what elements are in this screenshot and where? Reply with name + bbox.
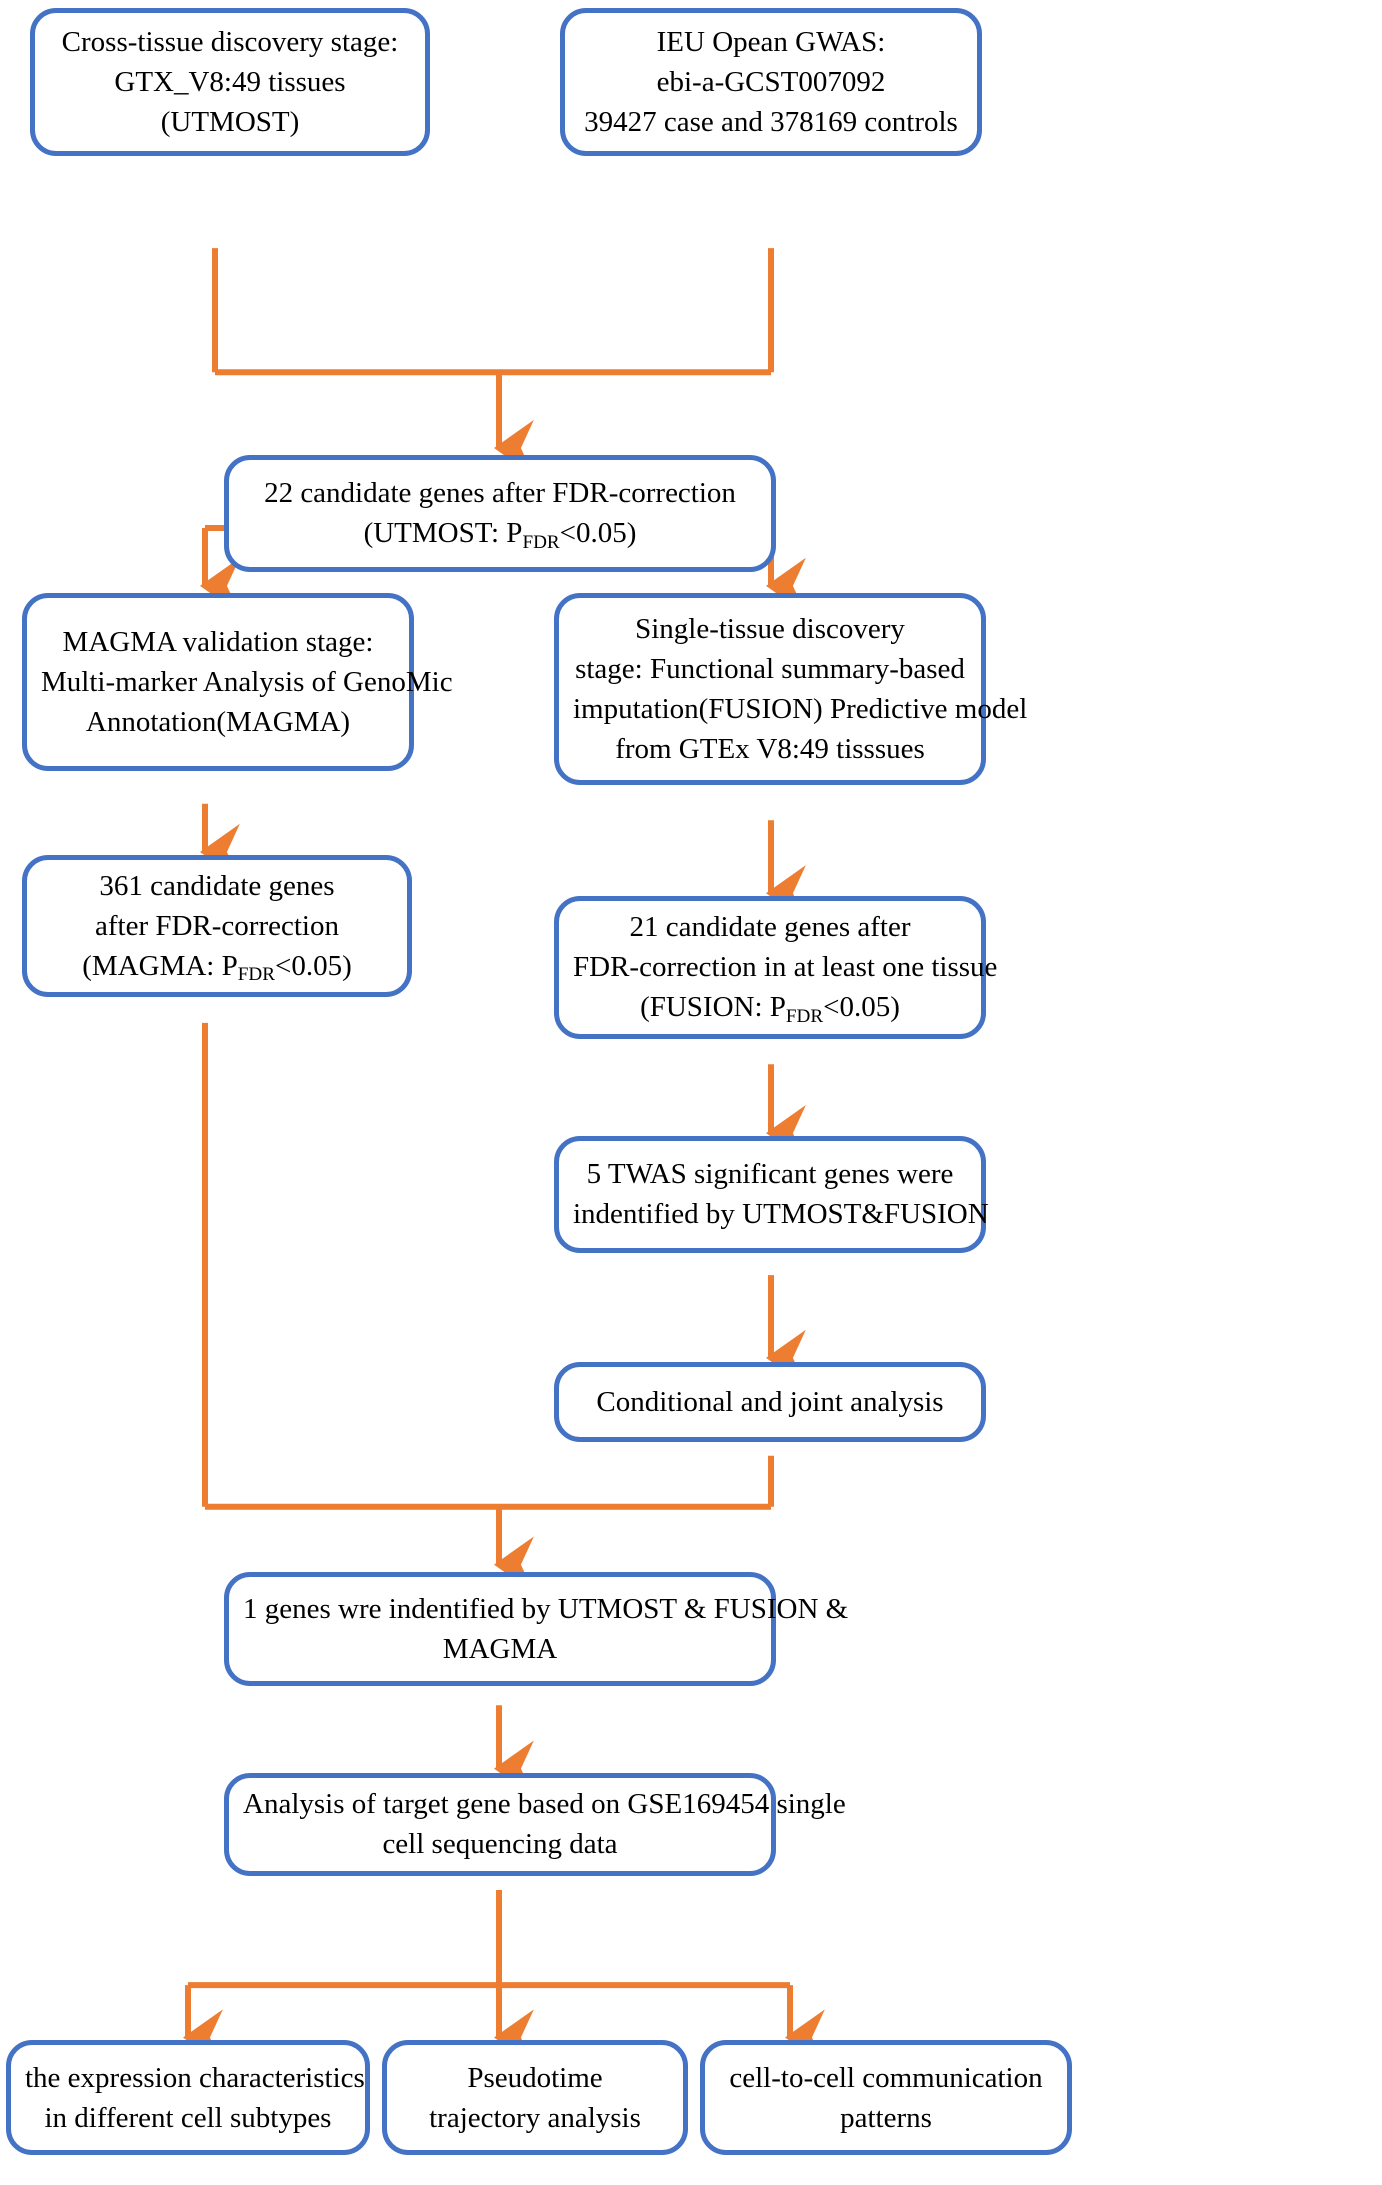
node-utmost-candidate-genes[interactable]: 22 candidate genes after FDR-correction …	[224, 454, 776, 572]
node-magma-result-line-3-post: <0.05)	[274, 950, 352, 983]
node-utmost-text: 22 candidate genes after FDR-correction …	[243, 473, 757, 553]
node-magma-stage-line-1: MAGMA validation stage:	[62, 625, 374, 658]
node-conditional-line-1: Conditional and joint analysis	[596, 1385, 944, 1418]
node-fusion-stage-line-4: from GTEx V8:49 tisssues	[615, 732, 925, 765]
node-fusion-result-line-1: 21 candidate genes after	[629, 911, 911, 944]
node-conditional-text: Conditional and joint analysis	[573, 1382, 967, 1422]
node-single-tissue-discovery-stage[interactable]: Single-tissue discovery stage: Functiona…	[554, 592, 1028, 785]
node-cross-tissue-line-1: Cross-tissue discovery stage:	[61, 25, 399, 58]
node-final-gene-text: 1 genes wre indentified by UTMOST & FUSI…	[243, 1589, 849, 1669]
node-twas-text: 5 TWAS significant genes were indentifie…	[573, 1154, 989, 1234]
node-fusion-stage-line-3: imputation(FUSION) Predictive model	[573, 692, 1028, 725]
node-utmost-line-2-sub: FDR	[522, 531, 560, 553]
node-single-cell-text: Analysis of target gene based on GSE1694…	[243, 1784, 846, 1864]
node-fusion-stage-line-1: Single-tissue discovery	[635, 612, 905, 645]
node-communication-text: cell-to-cell communication patterns	[719, 2058, 1053, 2138]
node-conditional-and-joint-analysis[interactable]: Conditional and joint analysis	[554, 1362, 986, 1442]
node-magma-result-line-1: 361 candidate genes	[99, 870, 335, 903]
node-magma-stage-text: MAGMA validation stage: Multi-marker Ana…	[41, 622, 453, 742]
node-fusion-stage-line-2: stage: Functional summary-based	[575, 652, 965, 685]
node-pseudotime-line-2: trajectory analysis	[429, 2101, 641, 2134]
node-magma-result-line-2: after FDR-correction	[95, 910, 339, 943]
node-magma-result-line-3-sub: FDR	[237, 964, 275, 986]
node-twas-significant-genes[interactable]: 5 TWAS significant genes were indentifie…	[554, 1135, 989, 1253]
node-expression-line-1: the expression characteristics	[25, 2061, 365, 2094]
node-fusion-candidate-genes[interactable]: 21 candidate genes after FDR-correction …	[554, 896, 998, 1039]
node-final-gene-line-2: MAGMA	[442, 1632, 558, 1665]
node-cell-to-cell-communication[interactable]: cell-to-cell communication patterns	[700, 2040, 1072, 2155]
node-gwas-text: IEU Opean GWAS: ebi-a-GCST007092 39427 c…	[579, 22, 963, 142]
node-fusion-result-line-3: (FUSION: PFDR<0.05)	[573, 987, 967, 1027]
node-fusion-result-line-3-sub: FDR	[785, 1005, 824, 1027]
node-pseudotime-line-1: Pseudotime	[467, 2061, 603, 2094]
node-expression-text: the expression characteristics in differ…	[25, 2058, 365, 2138]
node-ieu-open-gwas[interactable]: IEU Opean GWAS: ebi-a-GCST007092 39427 c…	[560, 8, 982, 156]
node-single-cell-line-2: cell sequencing data	[382, 1828, 618, 1861]
node-fusion-result-line-3-pre: (FUSION: P	[640, 991, 786, 1024]
node-fusion-result-line-3-post: <0.05)	[823, 991, 900, 1024]
node-fusion-stage-text: Single-tissue discovery stage: Functiona…	[573, 609, 1028, 769]
node-communication-line-2: patterns	[840, 2101, 932, 2134]
node-magma-validation-stage[interactable]: MAGMA validation stage: Multi-marker Ana…	[22, 592, 453, 771]
node-final-gene-line-1: 1 genes wre indentified by UTMOST & FUSI…	[243, 1592, 849, 1625]
node-magma-result-line-3: (MAGMA: PFDR<0.05)	[41, 946, 393, 986]
node-utmost-line-1: 22 candidate genes after FDR-correction	[264, 477, 736, 510]
node-pseudotime-text: Pseudotime trajectory analysis	[401, 2058, 669, 2138]
node-cross-tissue-discovery[interactable]: Cross-tissue discovery stage: GTX_V8:49 …	[30, 8, 430, 156]
node-magma-stage-line-3: Annotation(MAGMA)	[85, 705, 351, 738]
node-magma-result-text: 361 candidate genes after FDR-correction…	[41, 866, 393, 986]
node-twas-line-1: 5 TWAS significant genes were	[586, 1158, 954, 1191]
node-twas-line-2: indentified by UTMOST&FUSION	[573, 1198, 989, 1231]
node-expression-line-2: in different cell subtypes	[44, 2101, 332, 2134]
node-communication-line-1: cell-to-cell communication	[729, 2061, 1043, 2094]
node-pseudotime-trajectory[interactable]: Pseudotime trajectory analysis	[382, 2040, 688, 2155]
node-final-identified-genes[interactable]: 1 genes wre indentified by UTMOST & FUSI…	[224, 1571, 849, 1687]
node-utmost-line-2-post: <0.05)	[559, 517, 637, 550]
node-fusion-result-line-2: FDR-correction in at least one tissue	[573, 951, 998, 984]
node-magma-candidate-genes[interactable]: 361 candidate genes after FDR-correction…	[22, 854, 412, 998]
node-magma-stage-line-2: Multi-marker Analysis of GenoMic	[41, 665, 453, 698]
node-gwas-line-1: IEU Opean GWAS:	[656, 25, 886, 58]
node-single-cell-analysis[interactable]: Analysis of target gene based on GSE1694…	[224, 1772, 846, 1876]
node-gwas-line-2: ebi-a-GCST007092	[656, 65, 886, 98]
node-magma-result-line-3-pre: (MAGMA: P	[82, 950, 238, 983]
node-single-cell-line-1: Analysis of target gene based on GSE1694…	[243, 1788, 846, 1821]
node-gwas-line-3: 39427 case and 378169 controls	[584, 106, 958, 138]
node-fusion-result-text: 21 candidate genes after FDR-correction …	[573, 907, 998, 1027]
node-cross-tissue-line-3: (UTMOST)	[160, 106, 300, 138]
node-utmost-line-2-pre: (UTMOST: P	[363, 517, 523, 550]
node-cross-tissue-text: Cross-tissue discovery stage: GTX_V8:49 …	[49, 22, 411, 142]
node-expression-characteristics[interactable]: the expression characteristics in differ…	[6, 2040, 370, 2155]
node-cross-tissue-line-2: GTX_V8:49 tissues	[114, 65, 346, 98]
node-utmost-line-2: (UTMOST: PFDR<0.05)	[243, 513, 757, 553]
